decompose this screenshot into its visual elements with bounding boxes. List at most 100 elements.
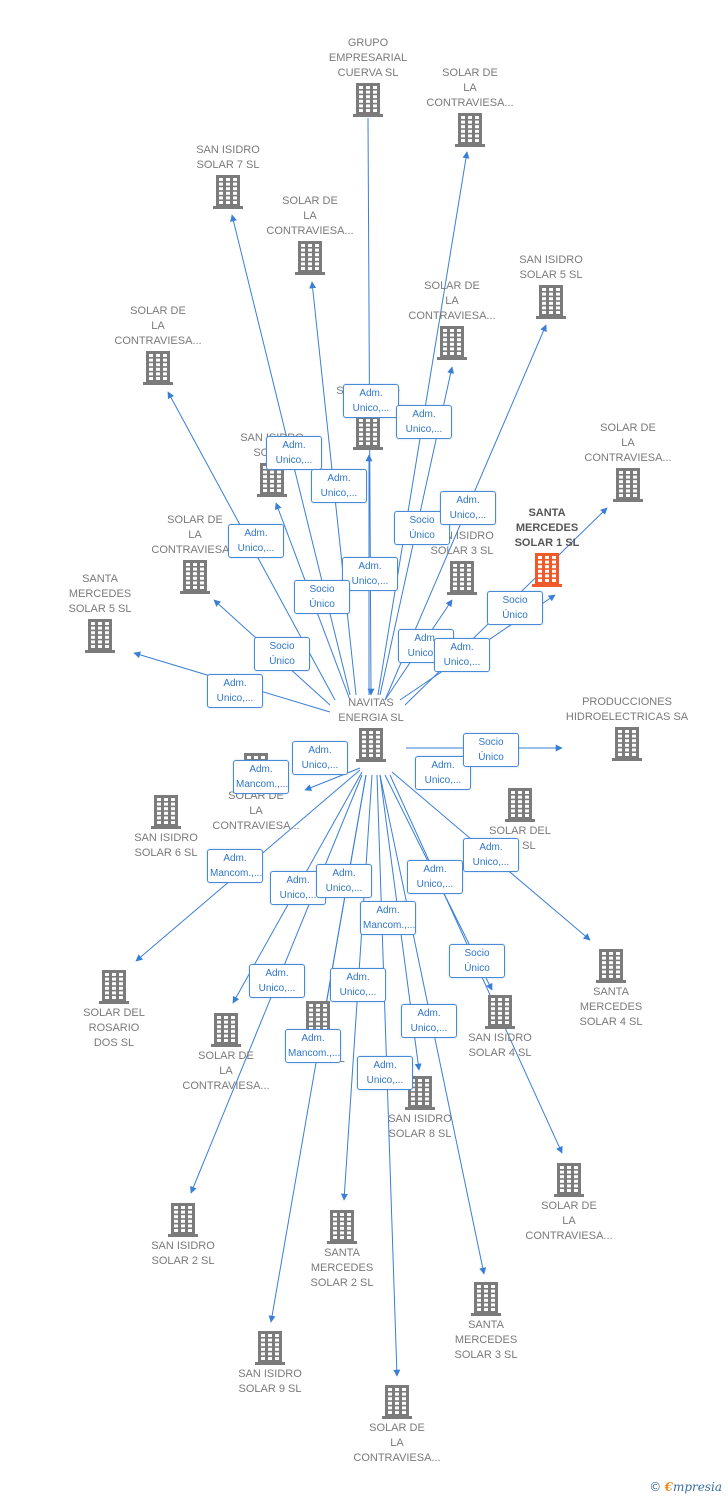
relation-badge[interactable]: Adm. Unico,... xyxy=(292,741,348,775)
building-icon xyxy=(99,970,129,1004)
company-label: SOLAR DE LA CONTRAVIESA... xyxy=(525,1200,613,1242)
relation-badge[interactable]: Socio Único xyxy=(294,580,350,614)
company-node-santamercedes4[interactable]: SANTA MERCEDES SOLAR 4 SL xyxy=(541,947,681,1030)
building-icon xyxy=(356,728,386,762)
relation-badge[interactable]: Adm. Unico,... xyxy=(207,674,263,708)
company-node-santamercedes3[interactable]: SANTA MERCEDES SOLAR 3 SL xyxy=(416,1280,556,1363)
company-node-solar_right1[interactable]: SOLAR DE LA CONTRAVIESA... xyxy=(558,421,698,504)
company-node-rosario[interactable]: SOLAR DEL ROSARIO DOS SL xyxy=(44,968,184,1051)
relation-badge[interactable]: Socio Único xyxy=(449,944,505,978)
footer-brand[interactable]: © €mpresia xyxy=(649,1480,722,1494)
relation-badge[interactable]: Adm. Unico,... xyxy=(434,638,490,672)
company-label: SOLAR DE LA CONTRAVIESA... xyxy=(426,67,514,109)
company-label: SOLAR DE LA CONTRAVIESA... xyxy=(266,195,354,237)
relation-badge[interactable]: Adm. Unico,... xyxy=(463,838,519,872)
relation-badge[interactable]: Socio Único xyxy=(254,637,310,671)
relation-badge[interactable]: Adm. Unico,... xyxy=(311,469,367,503)
building-icon xyxy=(353,416,383,450)
relation-badge[interactable]: Adm. Unico,... xyxy=(357,1056,413,1090)
brand-logo-icon: € xyxy=(664,1480,673,1494)
company-node-solar_left1[interactable]: SOLAR DE LA CONTRAVIESA... xyxy=(88,304,228,387)
company-node-solar_left2[interactable]: SOLAR DE LA CONTRAVIESA... xyxy=(125,513,265,596)
company-label: SOLAR DE LA CONTRAVIESA... xyxy=(353,1422,441,1464)
company-node-sanisidro3[interactable]: SAN ISIDRO SOLAR 3 SL xyxy=(392,529,532,597)
relation-badge[interactable]: Adm. Mancom.,... xyxy=(233,760,289,794)
company-node-sanisidro4[interactable]: SAN ISIDRO SOLAR 4 SL xyxy=(430,993,570,1061)
building-icon xyxy=(327,1210,357,1244)
relation-badge[interactable]: Adm. Mancom.,... xyxy=(207,849,263,883)
company-label: SANTA MERCEDES SOLAR 1 SL xyxy=(514,507,580,549)
company-node-solar_br[interactable]: SOLAR DE LA CONTRAVIESA... xyxy=(499,1161,639,1244)
company-label: SOLAR DE LA CONTRAVIESA... xyxy=(584,422,672,464)
relation-badge[interactable]: Adm. Unico,... xyxy=(316,864,372,898)
company-node-sanisidro9[interactable]: SAN ISIDRO SOLAR 9 SL xyxy=(200,1329,340,1397)
relation-badge[interactable]: Adm. Mancom.,... xyxy=(360,901,416,935)
company-label: SANTA MERCEDES SOLAR 4 SL xyxy=(579,986,643,1028)
building-icon xyxy=(596,949,626,983)
building-icon xyxy=(471,1282,501,1316)
brand-name: mpresia xyxy=(672,1480,722,1494)
building-icon xyxy=(405,1076,435,1110)
company-label: PRODUCCIONES HIDROELECTRICAS SA xyxy=(565,696,689,723)
company-node-solar_top2[interactable]: SOLAR DE LA CONTRAVIESA... xyxy=(240,194,380,277)
company-node-navitas[interactable]: NAVITAS ENERGIA SL xyxy=(301,696,441,764)
relation-badge[interactable]: Socio Único xyxy=(463,733,519,767)
building-icon xyxy=(151,795,181,829)
company-label: NAVITAS ENERGIA SL xyxy=(338,697,404,724)
building-icon xyxy=(505,788,535,822)
company-node-sanisidro6[interactable]: SAN ISIDRO SOLAR 6 SL xyxy=(96,793,236,861)
building-icon xyxy=(437,326,467,360)
company-node-solar_bottom[interactable]: SOLAR DE LA CONTRAVIESA... xyxy=(327,1383,467,1466)
building-icon xyxy=(536,285,566,319)
building-icon xyxy=(612,727,642,761)
company-label: SAN ISIDRO SOLAR 2 SL xyxy=(151,1240,215,1267)
building-icon xyxy=(255,1331,285,1365)
company-node-santamercedes5[interactable]: SANTA MERCEDES SOLAR 5 SL xyxy=(30,572,170,655)
relation-badge[interactable]: Adm. Mancom.,... xyxy=(285,1029,341,1063)
company-node-sanisidro2[interactable]: SAN ISIDRO SOLAR 2 SL xyxy=(113,1201,253,1269)
relation-badge[interactable]: Adm. Unico,... xyxy=(228,524,284,558)
relation-badge[interactable]: Adm. Unico,... xyxy=(330,968,386,1002)
relation-badge[interactable]: Adm. Unico,... xyxy=(440,491,496,525)
company-node-santamercedes2[interactable]: SANTA MERCEDES SOLAR 2 SL xyxy=(272,1208,412,1291)
relation-badge[interactable]: Adm. Unico,... xyxy=(407,860,463,894)
company-node-sanisidro7[interactable]: SAN ISIDRO SOLAR 7 SL xyxy=(158,143,298,211)
company-label: SAN ISIDRO SOLAR 4 SL xyxy=(468,1032,532,1059)
company-node-santamercedes1[interactable]: SANTA MERCEDES SOLAR 1 SL xyxy=(477,506,617,589)
edge-navitas-solar_left3 xyxy=(304,767,361,791)
building-icon xyxy=(295,241,325,275)
building-icon xyxy=(180,560,210,594)
company-node-sanisidro5[interactable]: SAN ISIDRO SOLAR 5 SL xyxy=(481,253,621,321)
building-icon xyxy=(554,1163,584,1197)
relation-badge[interactable]: Adm. Unico,... xyxy=(343,384,399,418)
company-label: SAN ISIDRO SOLAR 7 SL xyxy=(196,144,260,171)
company-label: SAN ISIDRO SOLAR 5 SL xyxy=(519,254,583,281)
company-label: SAN ISIDRO SOLAR 9 SL xyxy=(238,1368,302,1395)
company-label: SANTA MERCEDES SOLAR 3 SL xyxy=(454,1319,518,1361)
building-icon xyxy=(532,553,562,587)
relation-badge[interactable]: Adm. Unico,... xyxy=(266,436,322,470)
relation-badge[interactable]: Adm. Unico,... xyxy=(401,1004,457,1038)
company-label: SANTA MERCEDES SOLAR 2 SL xyxy=(310,1247,374,1289)
relation-badge[interactable]: Adm. Unico,... xyxy=(415,756,471,790)
company-node-solar_mid1[interactable]: SOLAR DE LA CONTRAVIESA... xyxy=(382,279,522,362)
relation-badge[interactable]: Adm. Unico,... xyxy=(396,405,452,439)
building-icon xyxy=(382,1385,412,1419)
building-icon xyxy=(613,468,643,502)
company-node-producciones[interactable]: PRODUCCIONES HIDROELECTRICAS SA xyxy=(557,695,697,763)
company-node-grupo[interactable]: GRUPO EMPRESARIAL CUERVA SL xyxy=(298,36,438,119)
copyright-icon: © xyxy=(649,1480,662,1494)
relation-badge[interactable]: Socio Único xyxy=(487,591,543,625)
company-node-sanisidro8[interactable]: SAN ISIDRO SOLAR 8 SL xyxy=(350,1074,490,1142)
building-icon xyxy=(168,1203,198,1237)
company-node-solar_bl[interactable]: SOLAR DE LA CONTRAVIESA... xyxy=(156,1011,296,1094)
company-node-solar_top1[interactable]: SOLAR DE LA CONTRAVIESA... xyxy=(400,66,540,149)
relation-badge[interactable]: Adm. Unico,... xyxy=(342,557,398,591)
building-icon xyxy=(213,175,243,209)
relation-badge[interactable]: Adm. Unico,... xyxy=(249,964,305,998)
building-icon xyxy=(85,619,115,653)
company-label: SOLAR DE LA CONTRAVIESA... xyxy=(408,280,496,322)
building-icon xyxy=(455,113,485,147)
company-label: SOLAR DEL ROSARIO DOS SL xyxy=(83,1007,145,1049)
company-label: SOLAR DE LA CONTRAVIESA... xyxy=(182,1050,270,1092)
